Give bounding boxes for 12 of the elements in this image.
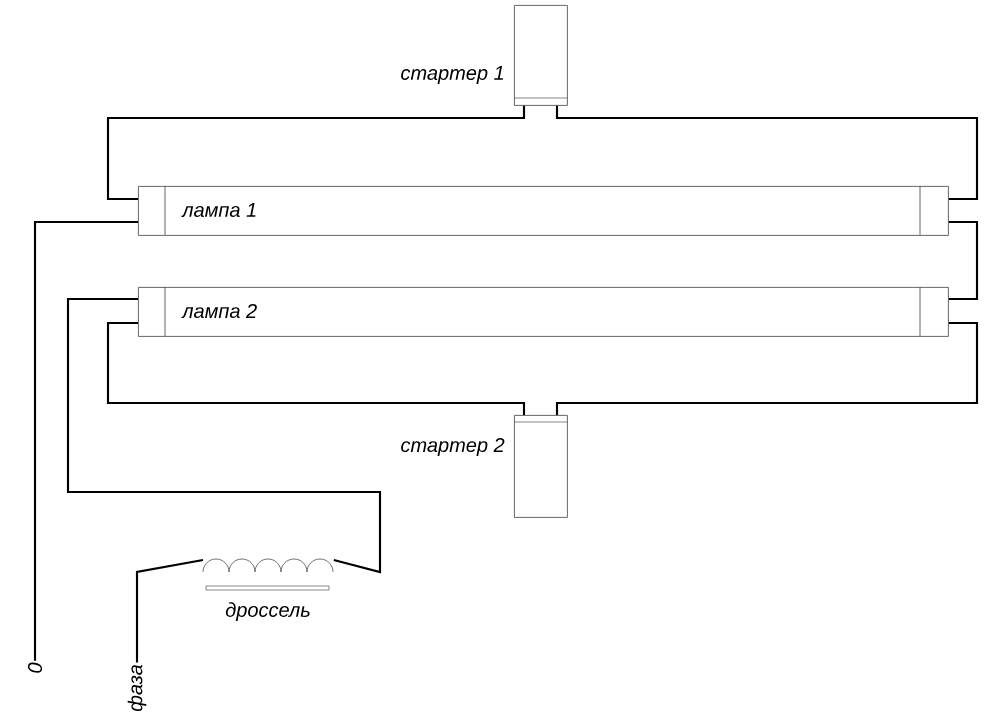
wire bbox=[135, 558, 204, 663]
wire bbox=[106, 105, 526, 201]
terminal-label: фаза bbox=[127, 664, 147, 712]
wire bbox=[555, 321, 979, 415]
lamp-tube: лампа 1 bbox=[138, 185, 949, 236]
wire bbox=[33, 220, 138, 661]
wire bbox=[555, 105, 979, 201]
wire bbox=[66, 297, 382, 574]
wire bbox=[106, 321, 526, 415]
terminal-label: 0 bbox=[27, 662, 43, 673]
lamp-tube: лампа 2 bbox=[138, 286, 949, 337]
wire bbox=[948, 220, 979, 301]
